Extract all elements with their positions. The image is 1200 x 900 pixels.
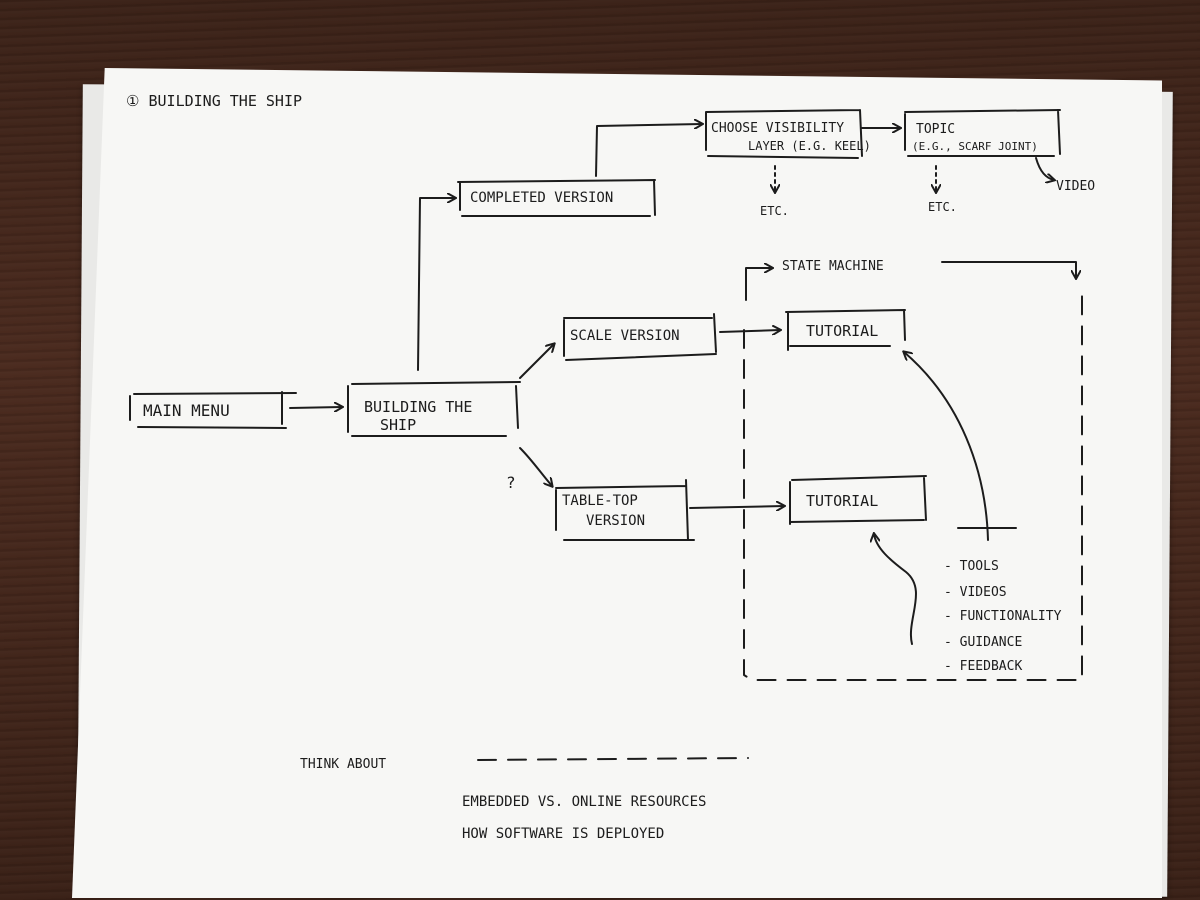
main-menu-node: MAIN MENU <box>129 391 297 429</box>
arrow-topic-to-video <box>1035 157 1054 180</box>
video-label: VIDEO <box>1056 179 1095 194</box>
table-top-node: TABLE-TOP VERSION <box>555 479 695 541</box>
state-machine-region: STATE MACHINE <box>743 259 1083 681</box>
list-item: - TOOLS <box>944 559 999 574</box>
building-ship-node: BUILDING THE SHIP <box>347 381 521 437</box>
state-machine-label: STATE MACHINE <box>782 259 884 274</box>
arrow-building-to-tabletop <box>519 447 552 486</box>
scale-version-label: SCALE VERSION <box>570 328 680 344</box>
arrow-building-to-completed <box>417 198 455 371</box>
list-item: - FEEDBACK <box>944 659 1022 674</box>
topic-label-1: TOPIC <box>916 122 955 137</box>
note-line-2: HOW SOFTWARE IS DEPLOYED <box>462 826 664 842</box>
main-menu-label: MAIN MENU <box>143 401 230 420</box>
question-mark: ? <box>506 473 516 492</box>
etc-label-2: ETC. <box>928 200 957 214</box>
choose-visibility-label-1: CHOOSE VISIBILITY <box>711 121 844 136</box>
note-line-1: EMBEDDED VS. ONLINE RESOURCES <box>462 794 706 810</box>
think-about-dashed-line <box>477 757 749 761</box>
tutorial-node-2: TUTORIAL <box>789 475 927 525</box>
topic-label-2: (E.G., SCARF JOINT) <box>912 140 1038 153</box>
arrow-completed-to-visibility <box>595 124 702 177</box>
tutorial-label-1: TUTORIAL <box>806 322 878 340</box>
tutorial-node-1: TUTORIAL <box>785 309 906 351</box>
arrow-tabletop-to-tutorial <box>689 506 784 508</box>
state-machine-left-bracket <box>745 268 772 301</box>
building-ship-label-2: SHIP <box>380 416 416 434</box>
list-item: - VIDEOS <box>944 585 1007 600</box>
completed-version-node: COMPLETED VERSION <box>457 179 656 217</box>
etc-label-1: ETC. <box>760 204 789 218</box>
table-top-label-2: VERSION <box>586 513 645 529</box>
topic-node: TOPIC (E.G., SCARF JOINT) <box>904 109 1061 157</box>
list-item: - GUIDANCE <box>944 635 1022 650</box>
building-ship-label-1: BUILDING THE <box>364 398 472 416</box>
table-top-label-1: TABLE-TOP <box>562 493 638 509</box>
think-about-label: THINK ABOUT <box>300 757 386 772</box>
arrow-list-to-tutorial-2 <box>874 534 917 645</box>
arrow-building-to-scale <box>519 344 554 379</box>
page-title: ① BUILDING THE SHIP <box>126 92 302 110</box>
completed-version-label: COMPLETED VERSION <box>470 190 613 206</box>
tutorial-feature-list: - TOOLS - VIDEOS - FUNCTIONALITY - GUIDA… <box>944 559 1062 674</box>
arrow-list-to-tutorial-1 <box>904 352 989 541</box>
scale-version-node: SCALE VERSION <box>563 313 717 361</box>
arrow-scale-to-tutorial <box>719 330 780 332</box>
list-item: - FUNCTIONALITY <box>944 609 1062 624</box>
tutorial-label-2: TUTORIAL <box>806 492 878 510</box>
arrow-mainmenu-to-building <box>289 407 342 408</box>
state-machine-dashed-border <box>743 295 1083 681</box>
choose-visibility-label-2: LAYER (E.G. KEEL) <box>748 139 871 153</box>
choose-visibility-node: CHOOSE VISIBILITY LAYER (E.G. KEEL) <box>705 109 871 159</box>
state-machine-right-bracket <box>941 261 1076 278</box>
